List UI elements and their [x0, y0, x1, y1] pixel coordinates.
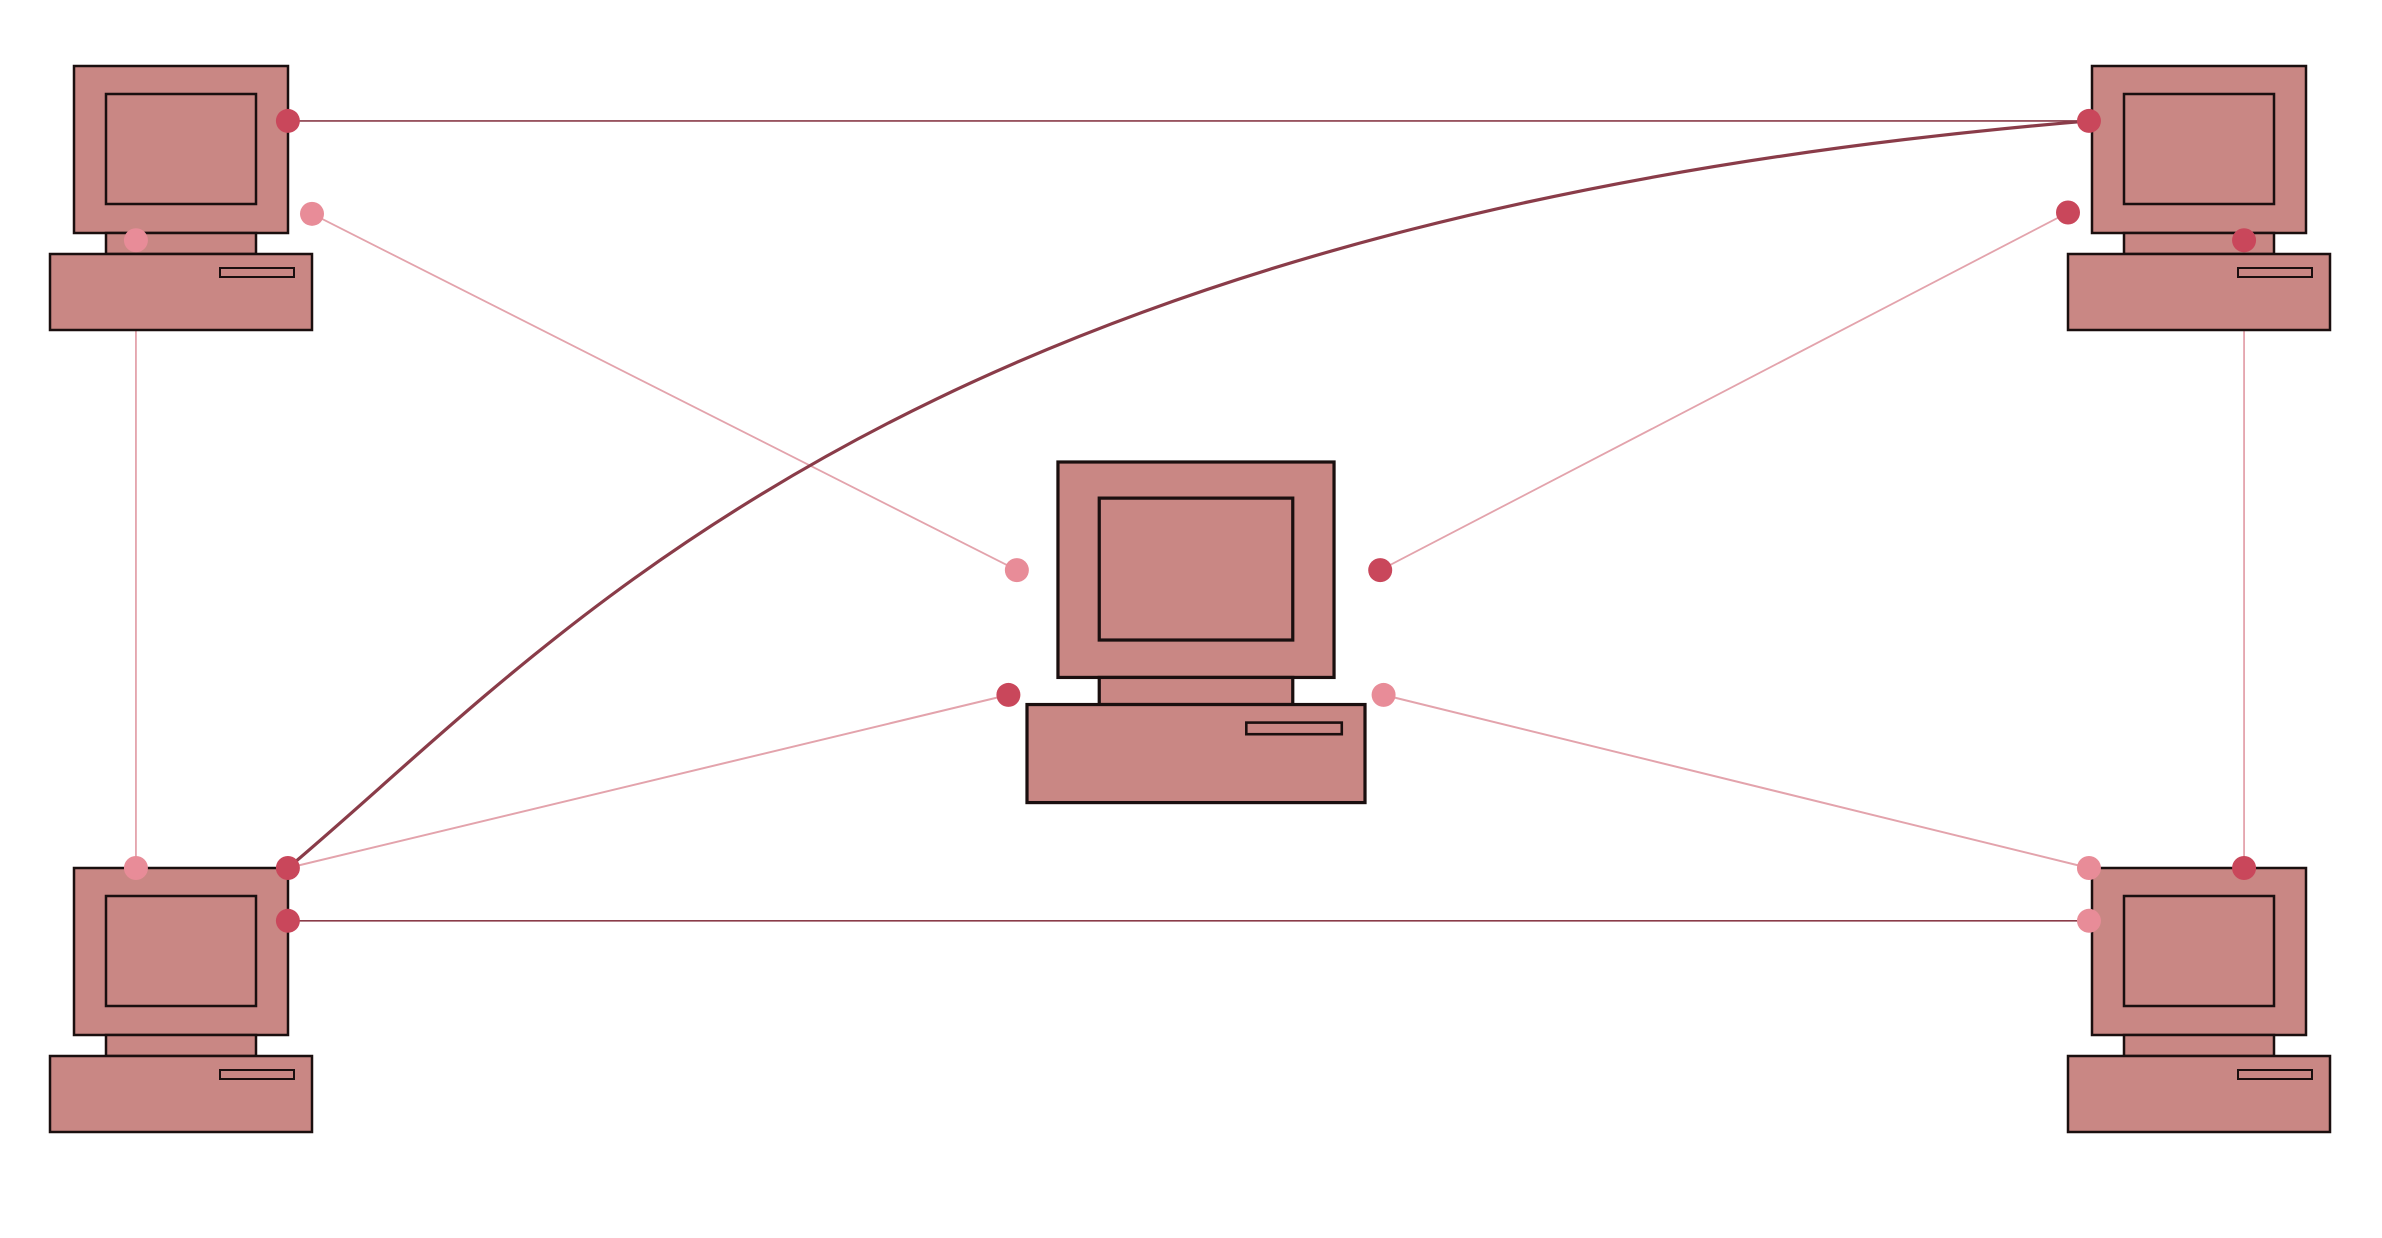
connection-port-dot: [275, 108, 300, 133]
connection-port-dot: [275, 908, 300, 933]
connection-port-dot: [1371, 682, 1396, 707]
connection-port-dot: [1368, 558, 1393, 583]
link-bottom-left-to-top-right: [286, 119, 2090, 870]
screen: [104, 92, 258, 206]
connection-ports: [123, 108, 2257, 933]
desktop-computer-icon: [2066, 64, 2332, 332]
link-top-right-to-center: [1379, 211, 2069, 571]
disk-drive-slot: [2237, 267, 2313, 278]
link-bottom-left-to-center: [287, 693, 1009, 869]
screen: [104, 894, 258, 1008]
disk-drive-slot: [219, 1069, 295, 1080]
connection-port-dot: [2232, 228, 2257, 253]
disk-drive-slot: [1245, 721, 1344, 736]
disk-drive-slot: [219, 267, 295, 278]
connection-port-dot: [123, 228, 148, 253]
monitor-stand: [1097, 675, 1295, 707]
cpu-case: [48, 1054, 314, 1134]
connection-port-dot: [300, 201, 324, 226]
desktop-computer-icon: [48, 64, 314, 332]
connection-port-dot: [2076, 908, 2101, 933]
connection-port-dot: [2076, 108, 2101, 133]
screen: [2122, 92, 2276, 206]
link-center-to-bottom-right: [1383, 693, 2090, 869]
connection-port-dot: [123, 856, 148, 880]
monitor-stand: [104, 1033, 258, 1058]
monitor-stand: [2122, 1033, 2276, 1058]
connection-port-dot: [2076, 856, 2101, 880]
computer-nodes: [48, 64, 2332, 1134]
connection-port-dot: [275, 856, 300, 880]
screen: [2122, 894, 2276, 1008]
cpu-case: [2066, 1054, 2332, 1134]
connection-links: [135, 119, 2245, 922]
connection-port-dot: [2232, 856, 2257, 880]
cpu-case: [1025, 702, 1367, 805]
link-top-left-to-center: [311, 213, 1018, 571]
connection-port-dot: [2056, 200, 2080, 225]
connection-port-dot: [1004, 558, 1029, 583]
screen: [1097, 496, 1295, 642]
desktop-computer-icon: [2066, 866, 2332, 1134]
cpu-case: [2066, 252, 2332, 332]
desktop-computer-icon: [48, 866, 314, 1134]
disk-drive-slot: [2237, 1069, 2313, 1080]
connection-port-dot: [996, 682, 1021, 707]
cpu-case: [48, 252, 314, 332]
desktop-computer-icon: [1025, 460, 1367, 805]
